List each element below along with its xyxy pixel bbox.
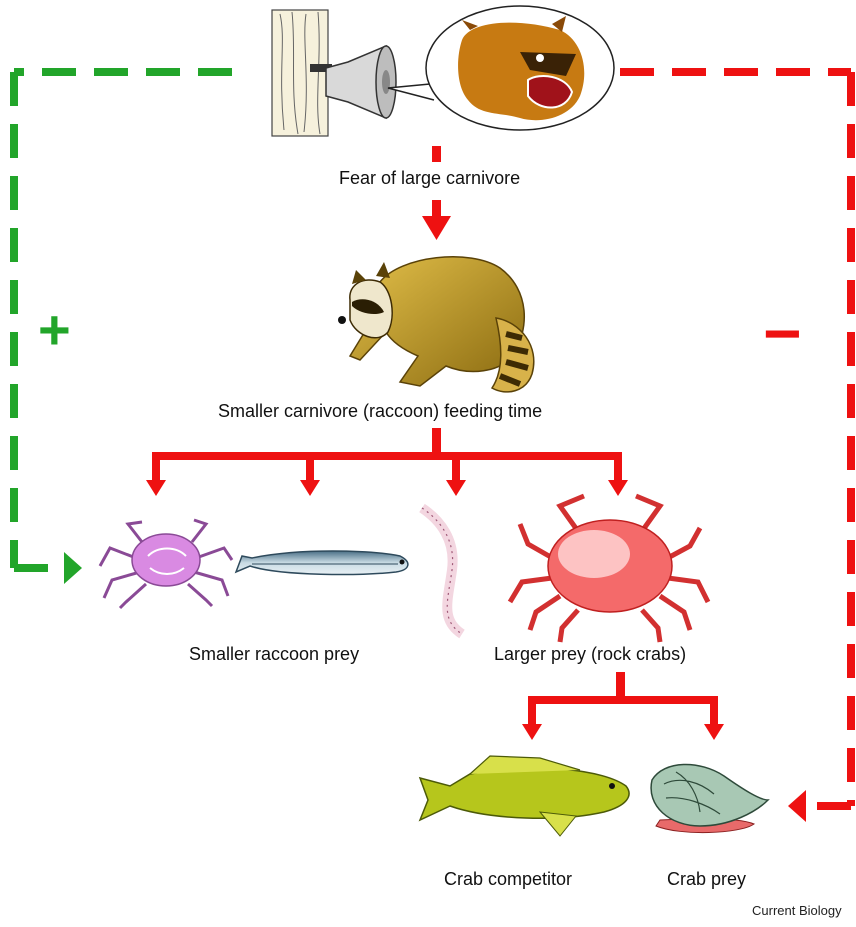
credit-label: Current Biology xyxy=(752,903,842,918)
fish-icon xyxy=(236,551,408,574)
snarling-carnivore-icon xyxy=(388,6,614,130)
sculpin-icon xyxy=(420,756,629,836)
rock-crab-branch xyxy=(522,672,724,740)
positive-sign: + xyxy=(38,302,71,358)
tree-icon xyxy=(272,10,328,136)
label-crab-prey: Crab prey xyxy=(667,869,746,890)
worm-icon xyxy=(422,508,462,634)
rock-crab-icon xyxy=(510,496,708,642)
negative-indirect-path xyxy=(620,72,851,806)
positive-arrowhead xyxy=(64,552,82,584)
purple-crab-icon xyxy=(100,520,232,608)
label-competitor: Crab competitor xyxy=(444,869,572,890)
negative-sign: − xyxy=(763,300,802,366)
negative-arrowhead xyxy=(788,790,806,822)
label-large-prey: Larger prey (rock crabs) xyxy=(494,644,686,665)
label-fear: Fear of large carnivore xyxy=(339,168,520,189)
raccoon-icon xyxy=(338,257,534,392)
fear-stub xyxy=(432,146,441,162)
label-raccoon: Smaller carnivore (raccoon) feeding time xyxy=(218,401,542,422)
raccoon-prey-branch xyxy=(146,428,628,496)
snail-icon xyxy=(651,764,768,832)
fear-arrow xyxy=(422,200,451,240)
label-small-prey: Smaller raccoon prey xyxy=(189,644,359,665)
